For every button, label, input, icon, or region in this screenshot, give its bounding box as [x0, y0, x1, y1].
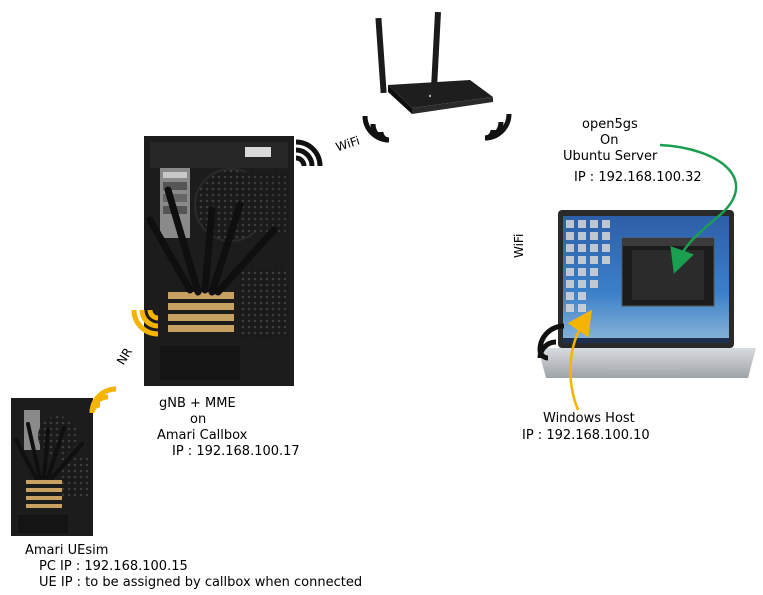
- callbox-label-line1: gNB + MME: [159, 396, 236, 411]
- windows-ip-label: IP : 192.168.100.10: [522, 428, 650, 443]
- callbox-pc-icon: [144, 136, 294, 386]
- open5gs-ip-label: IP : 192.168.100.32: [574, 170, 702, 185]
- wifi-signal-icon: [537, 323, 565, 361]
- router-icon: [375, 11, 493, 114]
- uesim-pc-ip-label: PC IP : 192.168.100.15: [39, 559, 188, 574]
- uesim-label-line1: Amari UEsim: [25, 543, 109, 558]
- windows-pointer-arrow: [567, 309, 593, 411]
- wifi-signal-icon: [362, 115, 390, 143]
- wifi-signal-icon: [295, 139, 323, 167]
- open5gs-label-line1: open5gs: [582, 117, 638, 132]
- open5gs-pointer-arrow: [659, 143, 738, 274]
- uesim-pc-icon: [11, 398, 93, 536]
- wifi-link-label: WiFi: [512, 233, 526, 258]
- nr-signal-icon: [89, 386, 117, 414]
- callbox-label-line2: on: [190, 412, 207, 427]
- open5gs-label-line2: On: [600, 133, 619, 148]
- uesim-ue-ip-label: UE IP : to be assigned by callbox when c…: [39, 575, 363, 590]
- wifi-signal-icon: [484, 113, 512, 141]
- callbox-ip-label: IP : 192.168.100.17: [172, 444, 300, 459]
- nr-signal-icon: [131, 309, 159, 337]
- open5gs-label-line3: Ubuntu Server: [563, 149, 658, 164]
- windows-label-line1: Windows Host: [543, 411, 635, 426]
- laptop-icon: [538, 210, 756, 378]
- callbox-label-line3: Amari Callbox: [157, 428, 248, 443]
